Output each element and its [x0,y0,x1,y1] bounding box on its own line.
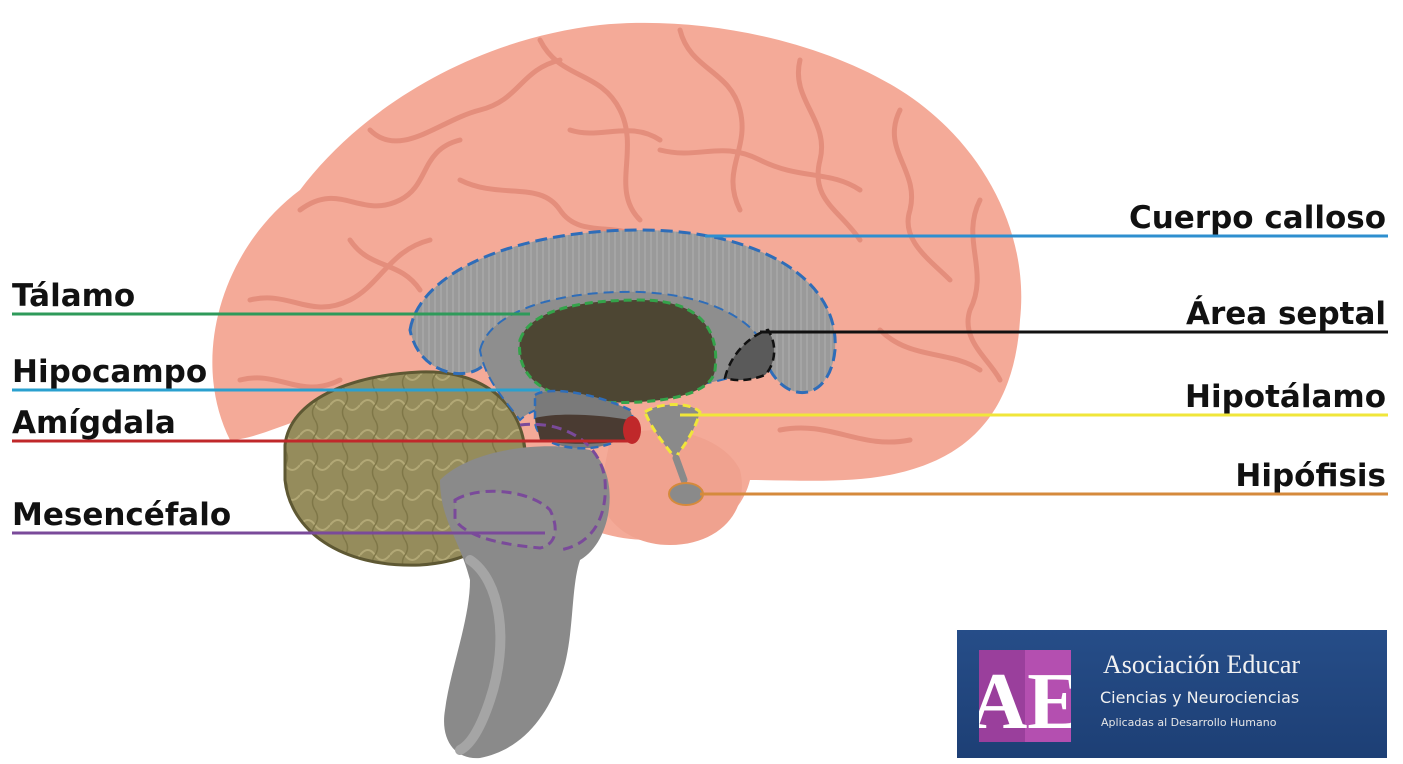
logo-subtitle: Ciencias y Neurociencias [1100,688,1299,707]
pituitary [669,483,703,505]
logo-tagline: Aplicadas al Desarrollo Humano [1101,716,1276,729]
label-area-septal: Área septal [1186,296,1386,332]
label-hipocampo: Hipocampo [12,354,207,390]
logo-title: Asociación Educar [1103,650,1300,680]
logo-banner: AE Asociación Educar Ciencias y Neurocie… [957,630,1387,758]
label-amigdala: Amígdala [12,405,176,441]
logo-initials: AE [979,658,1071,742]
brainstem [440,446,610,758]
label-mesencefalo: Mesencéfalo [12,497,231,533]
logo-mark-icon: AE [979,650,1071,742]
label-hipotalamo: Hipotálamo [1185,379,1386,415]
label-hipofisis: Hipófisis [1235,458,1386,494]
label-talamo: Tálamo [12,278,135,314]
thalamus [520,300,716,403]
label-cuerpo-calloso: Cuerpo calloso [1129,200,1386,236]
